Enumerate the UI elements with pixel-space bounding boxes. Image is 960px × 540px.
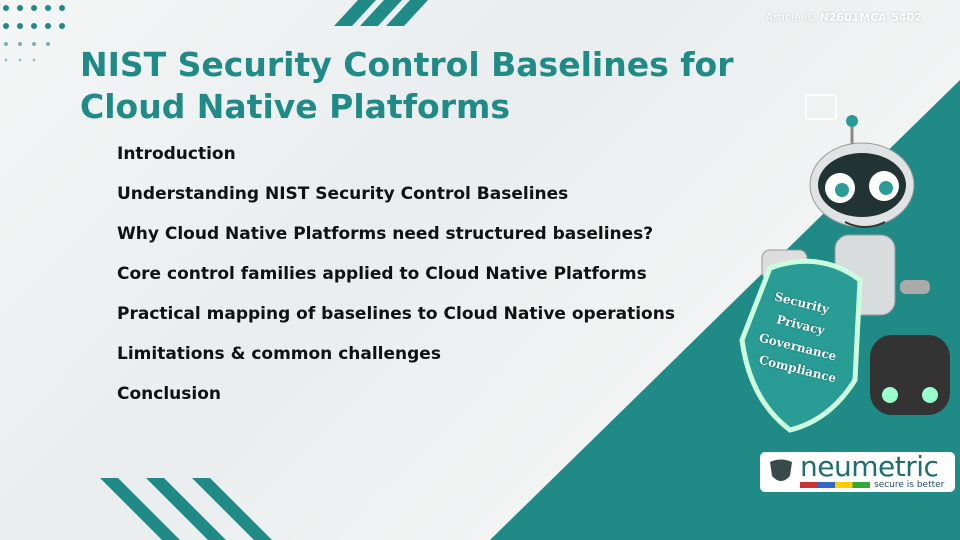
article-id-label: Article ID	[765, 11, 816, 24]
robot-illustration	[739, 115, 950, 433]
neumetric-logo: neumetric secure is better	[760, 452, 955, 492]
agenda-item: Core control families applied to Cloud N…	[117, 264, 647, 284]
agenda-item: Limitations & common challenges	[117, 344, 441, 364]
dot-grid	[3, 5, 65, 62]
agenda-item: Understanding NIST Security Control Base…	[117, 184, 569, 204]
agenda-list: Introduction Understanding NIST Security…	[117, 142, 675, 422]
shield-logo-icon	[770, 459, 792, 481]
article-id: Article ID N2601MCA-5402	[765, 11, 922, 24]
article-id-value: N2601MCA-5402	[819, 11, 922, 24]
agenda-item: Why Cloud Native Platforms need structur…	[117, 224, 654, 244]
top-stripes	[334, 0, 428, 26]
agenda-item: Conclusion	[117, 384, 221, 404]
bottom-stripes	[100, 478, 272, 540]
agenda-item: Introduction	[117, 144, 236, 164]
page-title: NIST Security Control Baselines for Clou…	[80, 45, 734, 126]
logo-name: neumetric	[800, 450, 939, 483]
logo-tagline: secure is better	[874, 480, 945, 490]
agenda-item: Practical mapping of baselines to Cloud …	[117, 304, 675, 324]
